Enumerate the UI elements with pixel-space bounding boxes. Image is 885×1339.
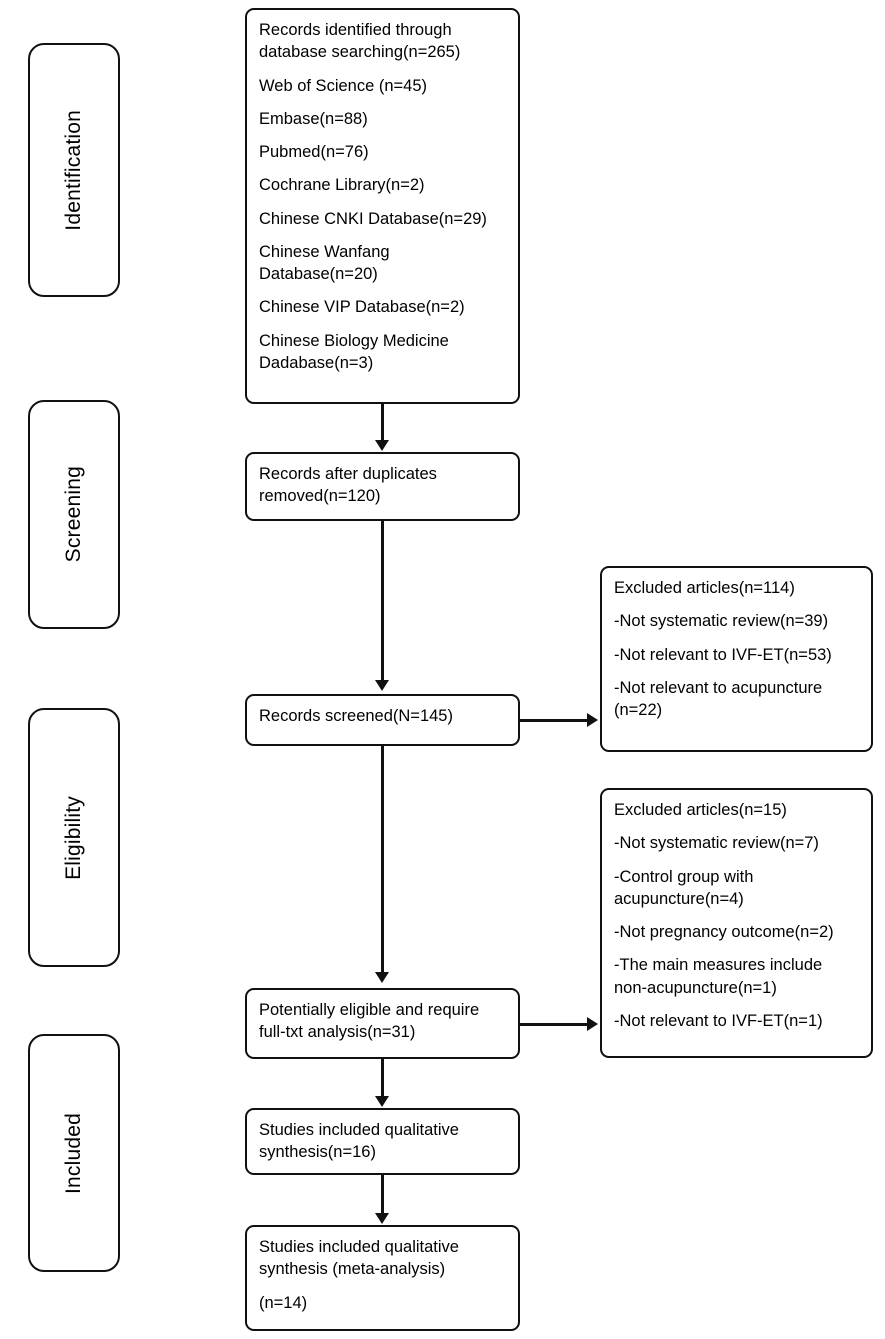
flow-line: Chinese Wanfang Database(n=20) (259, 242, 390, 284)
flow-line: -Not relevant to acupuncture (n=22) (614, 678, 823, 720)
flow-box-excluded-screening: Excluded articles(n=114) -Not systematic… (600, 566, 873, 752)
phase-label-screening: Screening (62, 466, 85, 563)
flow-line: Embase(n=88) (259, 109, 368, 128)
arrowhead-down (375, 1213, 389, 1224)
connector-eligible-to-qualitative (381, 1059, 384, 1097)
arrowhead-right (587, 713, 598, 727)
phase-box-eligibility: Eligibility (28, 708, 120, 967)
flow-line: Records identified through database sear… (259, 21, 461, 62)
connector-screened-to-eligible (381, 746, 384, 973)
flow-box-potentially-eligible: Potentially eligible and require full-tx… (245, 988, 520, 1059)
connector-screened-to-excluded (520, 719, 588, 722)
flow-line: Potentially eligible and require full-tx… (259, 1001, 480, 1042)
arrowhead-down (375, 1096, 389, 1107)
phase-label-identification: Identification (62, 109, 85, 231)
flow-line: -Control group with acupuncture(n=4) (614, 867, 754, 908)
arrowhead-down (375, 972, 389, 983)
phase-box-included: Included (28, 1034, 120, 1272)
flow-line: Excluded articles(n=114) (614, 579, 795, 597)
flow-line: Web of Science (n=45) (259, 76, 427, 95)
flow-line: -Not systematic review(n=39) (614, 612, 829, 631)
flow-line: -Not systematic review(n=7) (614, 834, 819, 853)
flow-line: Pubmed(n=76) (259, 143, 369, 162)
connector-duplicates-to-screened (381, 521, 384, 681)
flow-line: Records screened(N=145) (259, 707, 453, 725)
flow-line: Cochrane Library(n=2) (259, 176, 425, 195)
flow-box-qualitative-synthesis: Studies included qualitative synthesis(n… (245, 1108, 520, 1175)
flow-box-records-screened: Records screened(N=145) (245, 694, 520, 746)
flow-line: Excluded articles(n=15) (614, 801, 787, 819)
arrowhead-right (587, 1017, 598, 1031)
arrowhead-down (375, 440, 389, 451)
connector-identified-to-duplicates (381, 404, 384, 442)
flow-line: Records after duplicates removed(n=120) (259, 465, 437, 506)
flow-box-meta-analysis: Studies included qualitative synthesis (… (245, 1225, 520, 1331)
flow-line: Chinese VIP Database(n=2) (259, 298, 465, 317)
phase-box-screening: Screening (28, 400, 120, 629)
flow-line: Chinese Biology Medicine Dadabase(n=3) (259, 331, 449, 372)
flow-box-excluded-eligibility: Excluded articles(n=15) -Not systematic … (600, 788, 873, 1058)
arrowhead-down (375, 680, 389, 691)
flow-line: -Not pregnancy outcome(n=2) (614, 923, 834, 942)
flow-line: -Not relevant to IVF-ET(n=1) (614, 1011, 823, 1030)
flow-line: -Not relevant to IVF-ET(n=53) (614, 645, 832, 664)
flow-line: (n=14) (259, 1293, 308, 1312)
flow-line: -The main measures include non-acupunctu… (614, 956, 823, 997)
flow-line: Chinese CNKI Database(n=29) (259, 209, 487, 228)
connector-eligible-to-excluded (520, 1023, 588, 1026)
connector-qualitative-to-meta (381, 1175, 384, 1214)
phase-box-identification: Identification (28, 43, 120, 297)
phase-label-eligibility: Eligibility (62, 795, 85, 880)
flow-box-records-identified: Records identified through database sear… (245, 8, 520, 404)
flow-line: Studies included qualitative synthesis (… (259, 1238, 459, 1279)
flow-box-after-duplicates: Records after duplicates removed(n=120) (245, 452, 520, 521)
flow-line: Studies included qualitative synthesis(n… (259, 1121, 459, 1162)
phase-label-included: Included (62, 1112, 85, 1194)
